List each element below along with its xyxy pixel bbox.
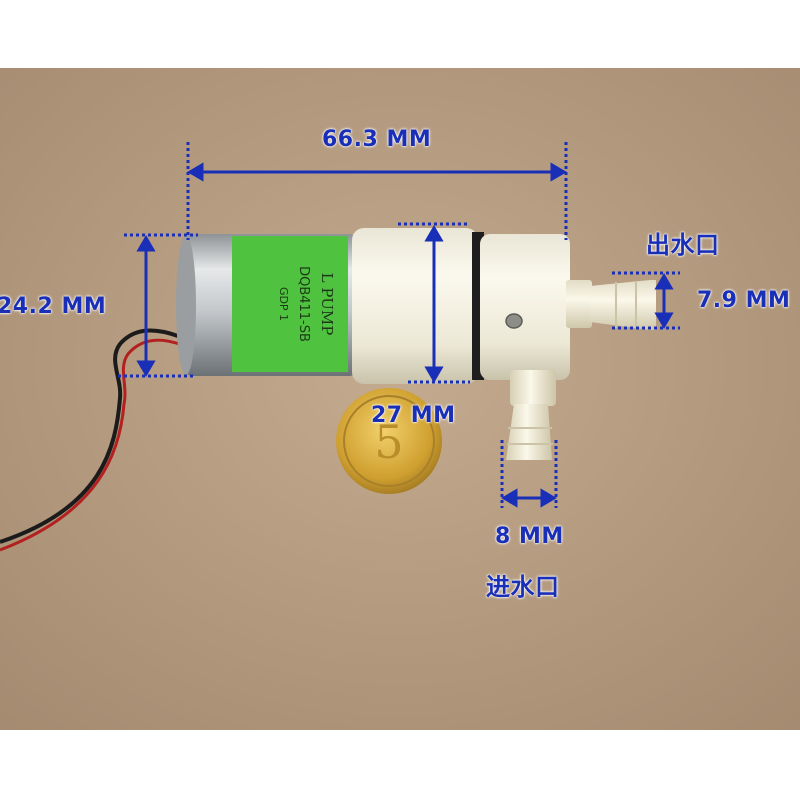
motor-diameter-label: 24.2 MM: [0, 294, 107, 319]
inlet-diameter-label: 8 MM: [495, 524, 564, 549]
length-dimension-label: 66.3 MM: [322, 127, 432, 152]
pump-diameter-label: 27 MM: [371, 403, 456, 428]
inlet-port-label: 进水口: [486, 573, 560, 601]
coin-text: 5: [374, 415, 403, 469]
pump-photo: 5 L PUMP DQB411-SB GDP 1: [0, 68, 800, 730]
outlet-diameter-label: 7.9 MM: [697, 288, 791, 313]
svg-text:L PUMP: L PUMP: [318, 273, 336, 336]
outlet-port-label: 出水口: [646, 231, 720, 259]
svg-text:DQB411-SB: DQB411-SB: [296, 266, 311, 342]
svg-text:GDP 1: GDP 1: [277, 287, 290, 321]
